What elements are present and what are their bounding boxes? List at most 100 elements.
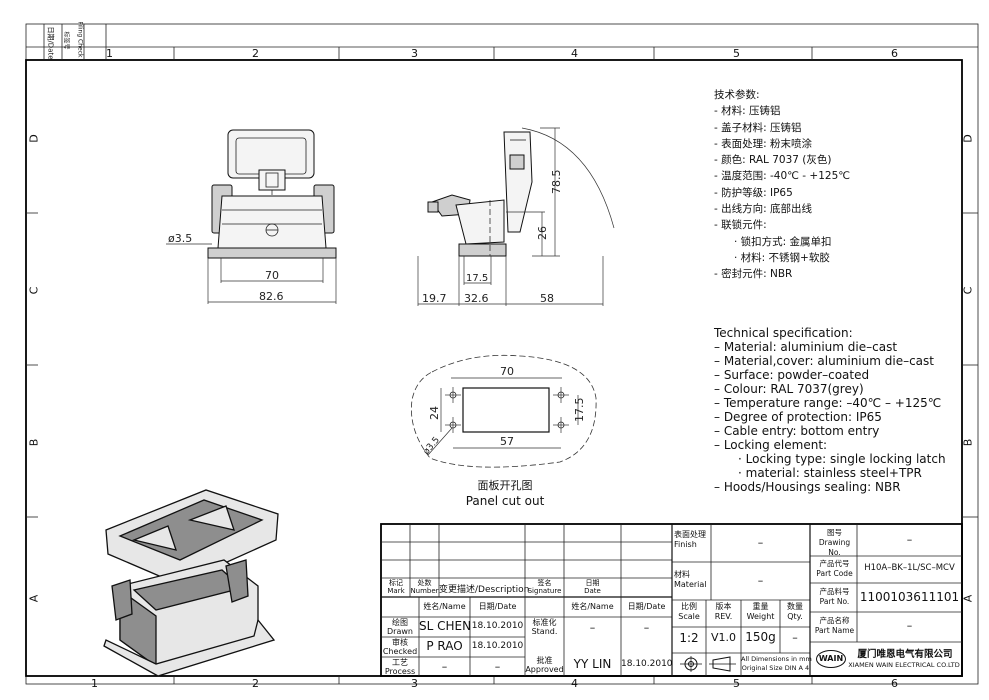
front-dims <box>166 243 337 304</box>
tb-drawing-no-value: – <box>906 533 913 546</box>
strip-filing-cn: 标签号 <box>62 31 70 50</box>
tb-weight-label: 重量 Weight <box>741 602 780 622</box>
tb-drawn-date: 18.10.2010 <box>471 621 524 631</box>
side-view <box>427 131 533 257</box>
tb-material-value: – <box>757 574 764 587</box>
tb-stand-name: – <box>589 621 596 634</box>
tb-mark-en: Mark <box>387 587 405 595</box>
tb-dims-note: All Dimensions in mm Original Size DIN A… <box>741 655 812 673</box>
spec-en-line: – Material: aluminium die–cast <box>714 340 898 354</box>
col-label-4: 4 <box>571 47 578 60</box>
col-label-2: 2 <box>252 47 259 60</box>
tb-drawn-name: SL CHEN <box>419 619 472 633</box>
side-mid-dim: 26 <box>536 226 549 240</box>
col-label-5: 5 <box>733 47 740 60</box>
tb-finish-label: 表面处理 Finish <box>674 530 710 550</box>
tb-drawn-en: Drawn <box>387 627 413 636</box>
tb-qty-label: 数量 Qty. <box>780 602 810 622</box>
tb-number-cn: 处数 <box>417 579 432 587</box>
tb-part-code-label: 产品代号 Part Code <box>812 559 857 579</box>
row-label-d-right: D <box>961 134 975 143</box>
col-label-bottom-4: 4 <box>571 677 578 690</box>
strip-filing-en: Filing Check <box>76 21 84 58</box>
company-name-cn: 厦门唯恩电气有限公司 <box>857 649 953 660</box>
tb-weight-value: 150g <box>745 630 776 644</box>
col-label-bottom-3: 3 <box>411 677 418 690</box>
row-label-b-right: B <box>961 438 975 447</box>
tb-number-en: Number <box>410 587 439 595</box>
tb-weight-en: Weight <box>746 612 775 621</box>
tb-rev-value: V1.0 <box>710 631 737 644</box>
row-label-c: C <box>27 286 41 295</box>
side-ruler <box>26 212 978 518</box>
tb-stand-en: Stand. <box>531 627 558 636</box>
tb-scale-value: 1:2 <box>679 631 699 645</box>
tb-material-en: Material <box>674 580 707 589</box>
top-ruler <box>26 46 978 60</box>
spec-cn-line: · 材料: 不锈钢+软胶 <box>734 251 830 264</box>
tb-date-header: 日期 Date <box>564 579 621 595</box>
tb-mark-cn: 标记 <box>389 579 403 587</box>
tb-sig-cn: 签名 <box>537 579 552 587</box>
tb-dims-note-1: All Dimensions in mm <box>741 655 812 663</box>
side-height-dim: 78.5 <box>550 170 563 195</box>
spec-cn: 技术参数: - 材料: 压铸铝 - 盖子材料: 压铸铝 - 表面处理: 粉末喷涂… <box>714 87 850 283</box>
tb-drawn-label: 绘图 Drawn <box>381 618 419 636</box>
tb-approved-name: YY LIN <box>573 657 612 671</box>
panel-cutout <box>411 354 597 468</box>
tb-part-name-cn: 产品名称 <box>819 616 850 625</box>
tb-stand-date: – <box>643 621 650 634</box>
row-label-a: A <box>27 594 41 603</box>
tb-part-code-value: H10A–BK–1L/SC–MCV <box>864 563 955 573</box>
tb-checked-name: P RAO <box>426 639 463 653</box>
tb-approved-cn: 批准 <box>536 656 553 665</box>
tb-approved-date: 18.10.2010 <box>621 659 673 669</box>
spec-cn-line: - 出线方向: 底部出线 <box>714 203 813 216</box>
cutout-caption-cn: 面板开孔图 <box>478 478 533 492</box>
tb-qty-cn: 数量 <box>787 602 803 611</box>
tb-date-header-2: 日期/Date <box>478 602 517 611</box>
col-label-3: 3 <box>411 47 418 60</box>
spec-cn-line: - 温度范围: -40℃ - +125℃ <box>714 170 851 183</box>
spec-en-line: – Locking element: <box>714 438 828 452</box>
tb-date-cn: 日期 <box>585 579 600 587</box>
spec-en-line: – Colour: RAL 7037(grey) <box>714 382 864 396</box>
tb-sig-en: Signature <box>527 587 562 595</box>
side-a-dim: 19.7 <box>422 292 447 305</box>
tb-material-label: 材料 Material <box>674 570 710 590</box>
spec-en-line: – Material,cover: aluminium die–cast <box>714 354 934 368</box>
spec-cn-line: - 颜色: RAL 7037 (灰色) <box>714 154 832 167</box>
col-label-bottom-1: 1 <box>91 677 98 690</box>
spec-en-title: Technical specification: <box>714 326 853 340</box>
tb-material-cn: 材料 <box>674 570 690 579</box>
tb-finish-cn: 表面处理 <box>674 530 706 539</box>
tb-process-date: – <box>494 660 501 673</box>
spec-en-line: – Surface: powder–coated <box>714 368 870 382</box>
tb-drawing-no-cn: 图号 <box>827 528 842 537</box>
spec-en-line: – Hoods/Housings sealing: NBR <box>714 480 901 494</box>
cutout-bottom-dim: 57 <box>500 435 514 448</box>
spec-cn-line: - 盖子材料: 压铸铝 <box>714 121 802 134</box>
tb-part-no-cn: 产品料号 <box>819 587 850 596</box>
tb-scale-cn: 比例 <box>681 602 697 611</box>
tb-part-name-label: 产品名称 Part Name <box>812 616 857 636</box>
tb-process-label: 工艺 Process <box>381 658 419 676</box>
tb-weight-cn: 重量 <box>752 602 769 611</box>
tb-part-no-label: 产品料号 Part No. <box>812 587 857 607</box>
tb-drawn-cn: 绘图 <box>392 618 408 627</box>
tb-checked-date: 18.10.2010 <box>471 641 524 651</box>
spec-cn-line: - 密封元件: NBR <box>714 268 793 281</box>
col-label-1: 1 <box>106 47 113 60</box>
spec-cn-line: - 表面处理: 粉末喷涂 <box>714 137 813 150</box>
spec-cn-line: · 锁扣方式: 金属单扣 <box>734 235 832 248</box>
tb-dims-note-2: Original Size DIN A 4 <box>741 664 810 672</box>
tb-scale-label: 比例 Scale <box>672 602 706 622</box>
tb-rev-cn: 版本 <box>715 602 732 611</box>
tb-checked-en: Checked <box>382 647 418 656</box>
row-label-b: B <box>27 438 41 447</box>
tb-qty-value: – <box>792 631 798 644</box>
spec-en-line: · Locking type: single locking latch <box>738 452 946 466</box>
col-label-bottom-6: 6 <box>891 677 898 690</box>
tb-part-name-value: – <box>906 619 913 632</box>
